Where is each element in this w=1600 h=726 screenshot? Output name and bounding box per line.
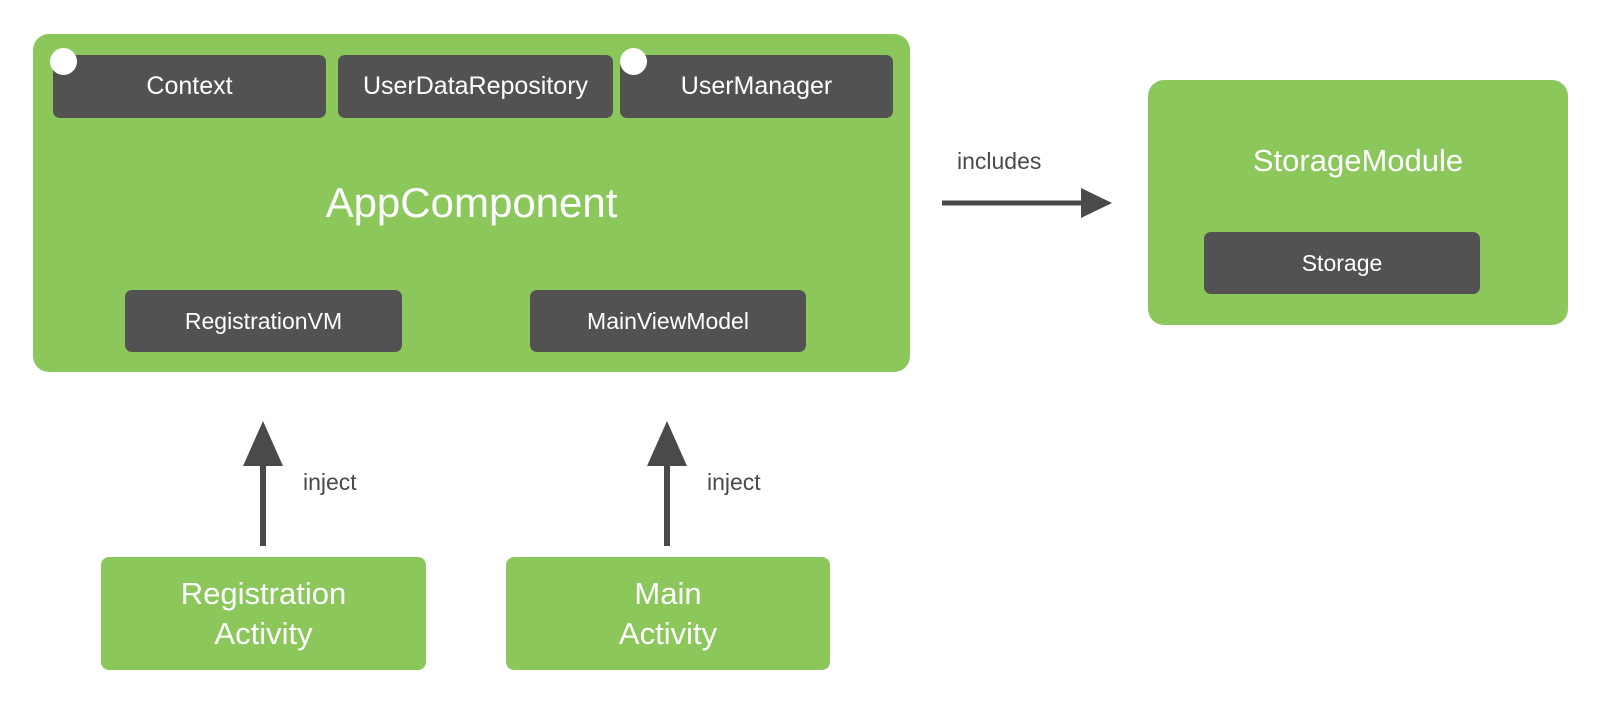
injected-chip-mainviewmodel-label: MainViewModel bbox=[587, 307, 749, 334]
activity-box-registration-line2: Activity bbox=[214, 615, 313, 651]
entry-point-dot-usermanager bbox=[620, 48, 647, 75]
activity-box-main-line2: Activity bbox=[618, 615, 718, 651]
dependency-chip-context[interactable]: Context bbox=[53, 55, 326, 118]
entry-point-dot-context bbox=[50, 48, 77, 75]
edge-label-inject-main: inject bbox=[707, 469, 761, 495]
edge-arrow-inject-registration bbox=[243, 421, 283, 546]
dependency-chip-userdatarepository[interactable]: UserDataRepository bbox=[338, 55, 613, 118]
dependency-chip-usermanager[interactable]: UserManager bbox=[620, 55, 893, 118]
edge-arrow-includes bbox=[942, 188, 1112, 218]
edge-arrow-inject-main bbox=[647, 421, 687, 546]
activity-box-main[interactable]: Main Activity bbox=[506, 557, 830, 670]
dependency-chip-usermanager-label: UserManager bbox=[680, 72, 833, 100]
activity-box-registration-line1: Registration bbox=[180, 576, 347, 612]
injected-chip-mainviewmodel[interactable]: MainViewModel bbox=[530, 290, 806, 352]
storage-module-title: StorageModule bbox=[1252, 143, 1464, 178]
activity-box-main-line1: Main bbox=[634, 576, 702, 612]
injected-chip-registrationvm-label: RegistrationVM bbox=[184, 307, 343, 334]
edge-label-inject-registration: inject bbox=[303, 469, 357, 495]
provides-chip-storage-label: Storage bbox=[1301, 249, 1383, 276]
edge-label-includes: includes bbox=[957, 148, 1042, 174]
injected-chip-registrationvm[interactable]: RegistrationVM bbox=[125, 290, 402, 352]
activity-box-registration[interactable]: Registration Activity bbox=[101, 557, 426, 670]
provides-chip-storage[interactable]: Storage bbox=[1204, 232, 1480, 294]
app-component-title: AppComponent bbox=[325, 179, 618, 226]
dependency-chip-userdatarepository-label: UserDataRepository bbox=[362, 72, 589, 100]
dependency-chip-context-label: Context bbox=[146, 72, 233, 100]
